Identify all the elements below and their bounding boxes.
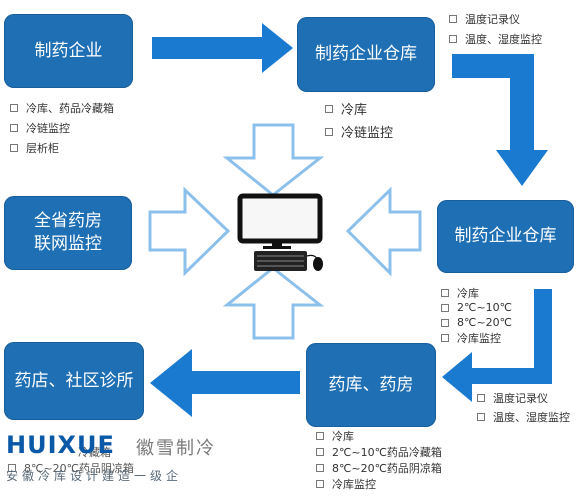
list-warehouse-right: 冷库 2℃~10℃ 8℃~20℃ 冷库监控 bbox=[441, 285, 512, 345]
list-item: 冷库 bbox=[316, 428, 442, 444]
list-item: 冷库监控 bbox=[441, 330, 512, 345]
bullet-icon bbox=[449, 15, 457, 23]
bullet-icon bbox=[10, 124, 18, 132]
bullet-icon bbox=[316, 432, 324, 440]
bullet-icon bbox=[316, 464, 324, 472]
bullet-icon bbox=[325, 127, 333, 136]
list-item: 2℃~10℃ bbox=[441, 300, 512, 315]
list-pharma: 冷库、药品冷藏箱 冷链监控 层析柜 bbox=[10, 98, 114, 158]
arrow-drugstore-to-pharmacy bbox=[150, 349, 300, 417]
node-drugstore: 药库、药房 bbox=[306, 343, 436, 427]
brand-logo: HUIXUE bbox=[6, 431, 115, 459]
node-label-line2: 联网监控 bbox=[34, 234, 102, 254]
bullet-icon bbox=[316, 480, 324, 488]
brand-slogan: 安徽冷库设计建造一级企 bbox=[6, 469, 183, 483]
bullet-icon bbox=[441, 333, 449, 342]
bullet-icon bbox=[441, 288, 449, 297]
bullet-icon bbox=[477, 393, 485, 402]
list-drugstore-upper: 温度记录仪 温度、湿度监控 bbox=[477, 388, 570, 426]
bullet-icon bbox=[10, 104, 18, 112]
node-pharma-warehouse-top: 制药企业仓库 bbox=[297, 17, 435, 92]
node-pharmacy-clinic: 药店、社区诊所 bbox=[4, 342, 144, 420]
list-item: 冷链监控 bbox=[10, 118, 114, 138]
list-item: 冷库、药品冷藏箱 bbox=[10, 98, 114, 118]
list-warehouse-top-upper: 温度记录仪 温度、湿度监控 bbox=[449, 9, 542, 49]
list-item: 8℃~20℃药品阴凉箱 bbox=[8, 460, 134, 476]
node-pharma-warehouse-right: 制药企业仓库 bbox=[437, 200, 574, 273]
bullet-icon bbox=[8, 464, 16, 472]
brand-name: 徽雪制冷 bbox=[136, 438, 216, 459]
arrow-outline-left bbox=[148, 186, 231, 277]
node-label: 药店、社区诊所 bbox=[14, 370, 134, 391]
bullet-icon bbox=[449, 35, 457, 43]
bullet-icon bbox=[10, 144, 18, 152]
brand-watermark: HUIXUE 徽雪制冷 安徽冷库设计建造一级企 bbox=[6, 431, 266, 493]
list-item: 2℃~10℃药品冷藏箱 bbox=[316, 444, 442, 460]
node-label: 药库、药房 bbox=[328, 374, 414, 395]
node-label: 制药企业仓库 bbox=[315, 44, 417, 65]
arrow-outline-right bbox=[345, 186, 422, 277]
node-provincial-pharmacy-monitoring: 全省药房 联网监控 bbox=[4, 196, 132, 270]
node-label: 制药企业仓库 bbox=[454, 226, 557, 247]
arrow-right-to-drugstore bbox=[442, 289, 552, 402]
list-item: 层析柜 bbox=[10, 138, 114, 158]
list-drugstore-lower: 冷库 2℃~10℃药品冷藏箱 8℃~20℃药品阴凉箱 冷库监控 bbox=[316, 428, 442, 492]
list-pharmacy-partial: 冷藏箱 8℃~20℃药品阴凉箱 bbox=[8, 444, 134, 476]
node-label-line1: 全省药房 bbox=[34, 211, 102, 232]
list-item: 温度记录仪 bbox=[449, 9, 542, 29]
bullet-icon bbox=[316, 448, 324, 456]
arrow-outline-bottom bbox=[222, 266, 325, 340]
bullet-icon bbox=[441, 318, 449, 327]
bullet-icon bbox=[477, 412, 485, 421]
list-warehouse-top-lower: 冷库 冷链监控 bbox=[325, 97, 393, 143]
list-item: 冷库 bbox=[325, 97, 393, 120]
computer-icon bbox=[237, 193, 323, 271]
node-pharma-enterprise: 制药企业 bbox=[4, 14, 133, 88]
list-item: 冷库监控 bbox=[316, 476, 442, 492]
arrow-outline-top bbox=[222, 123, 325, 197]
list-item: 温度、湿度监控 bbox=[477, 407, 570, 426]
list-item: 8℃~20℃ bbox=[441, 315, 512, 330]
bullet-icon bbox=[441, 303, 449, 312]
list-item: 冷库 bbox=[441, 285, 512, 300]
list-item: 温度、湿度监控 bbox=[449, 29, 542, 49]
bullet-icon bbox=[325, 104, 333, 113]
list-item: 8℃~20℃药品阴凉箱 bbox=[316, 460, 442, 476]
list-item: 温度记录仪 bbox=[477, 388, 570, 407]
list-item: 冷链监控 bbox=[325, 120, 393, 143]
node-label: 制药企业 bbox=[34, 40, 103, 61]
arrow-warehouse-down bbox=[452, 54, 548, 186]
arrow-pharma-to-warehouse bbox=[152, 23, 293, 73]
list-item: 冷藏箱 bbox=[78, 446, 111, 459]
